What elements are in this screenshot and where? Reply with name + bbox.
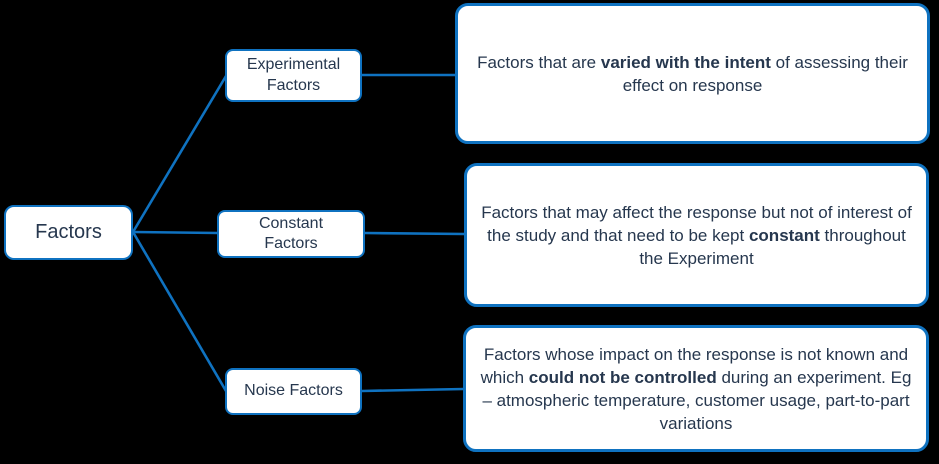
- description-noise-factors-text: Factors whose impact on the response is …: [480, 344, 912, 433]
- connector-noise-description: [360, 387, 466, 393]
- node-experimental-factors-label: Experimental Factors: [246, 56, 341, 94]
- description-constant-factors: Factors that may affect the response but…: [464, 163, 929, 307]
- node-noise-factors: Noise Factors: [225, 368, 362, 415]
- node-constant-factors: Constant Factors: [217, 210, 365, 258]
- node-factors: Factors: [4, 205, 133, 260]
- connector-root-experimental: [131, 74, 228, 234]
- description-experimental-factors-text: Factors that are varied with the intent …: [477, 52, 908, 95]
- node-factors-label: Factors: [35, 220, 102, 243]
- node-experimental-factors: Experimental Factors: [225, 49, 362, 102]
- node-constant-factors-label: Constant Factors: [258, 214, 324, 252]
- node-noise-factors-label: Noise Factors: [244, 382, 343, 400]
- connector-constant-description: [363, 231, 467, 236]
- connector-root-noise: [131, 230, 228, 393]
- connector-root-constant: [131, 230, 220, 235]
- description-constant-factors-text: Factors that may affect the response but…: [481, 202, 912, 268]
- description-experimental-factors: Factors that are varied with the intent …: [455, 3, 930, 144]
- description-noise-factors: Factors whose impact on the response is …: [463, 325, 929, 452]
